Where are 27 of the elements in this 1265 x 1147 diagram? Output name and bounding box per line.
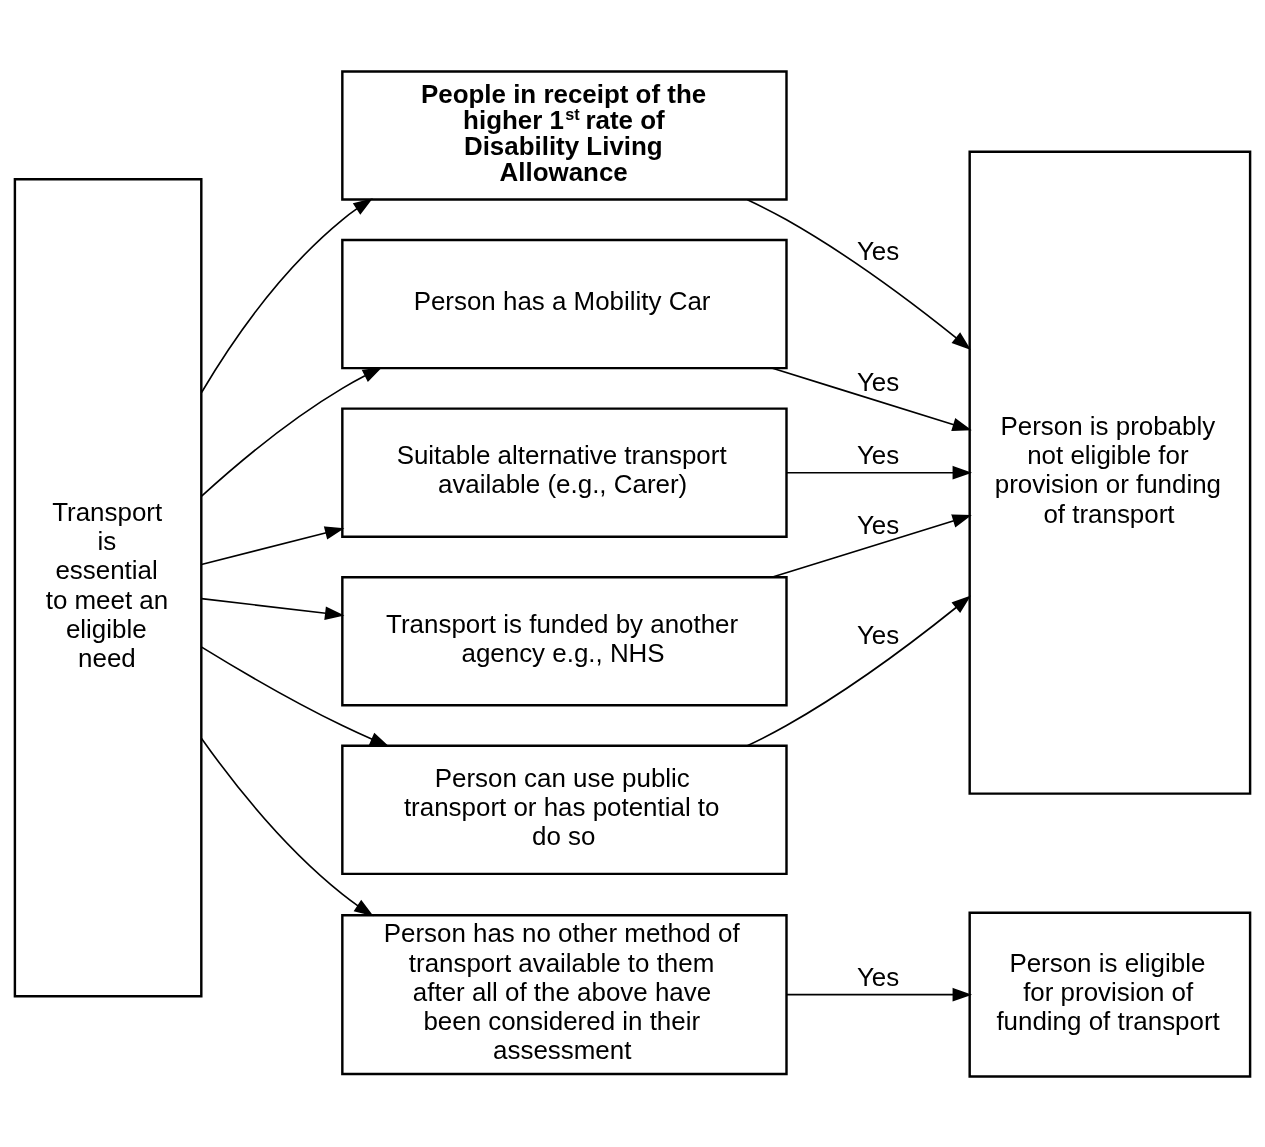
- arrow: [771, 513, 972, 578]
- node-box: Person can use public transport or has potential to do so: [341, 744, 788, 875]
- edge-label: Yes: [856, 962, 900, 991]
- arrow: [200, 597, 345, 620]
- node-box: Person has no other method of transport available to them after all of the above have been considered in their assessment: [341, 913, 788, 1075]
- edge-label: Yes: [856, 367, 900, 396]
- arrow: [200, 737, 374, 916]
- arrow: [200, 197, 373, 393]
- node-box: People in receipt of the higher 1$^{st}$ rate of Disability Living Allowance: [341, 69, 788, 201]
- edge-label: Yes: [856, 440, 900, 469]
- arrow: [746, 198, 971, 350]
- arrow: [746, 595, 971, 746]
- edge-label: Yes: [856, 620, 900, 649]
- arrow: [785, 987, 973, 1001]
- edge-label: Yes: [856, 236, 900, 265]
- node-box: Person is probably not eligible for provision or funding of transport: [968, 150, 1252, 795]
- arrow: [200, 366, 383, 497]
- node-box: Transport is funded by another agency e.g., NHS: [341, 575, 788, 706]
- arrow: [771, 367, 972, 431]
- arrow: [200, 645, 390, 747]
- arrow: [785, 465, 973, 479]
- edge-label: Yes: [856, 510, 900, 539]
- node-box: Person is eligible for provision of funding of transport: [968, 911, 1252, 1078]
- arrow: [200, 525, 345, 565]
- node-box: Person has a Mobility Car: [341, 238, 788, 369]
- node-box: Transport is essential to meet an eligible need: [13, 177, 203, 997]
- node-box: Suitable alternative transport available (e.g., Carer): [341, 406, 788, 538]
